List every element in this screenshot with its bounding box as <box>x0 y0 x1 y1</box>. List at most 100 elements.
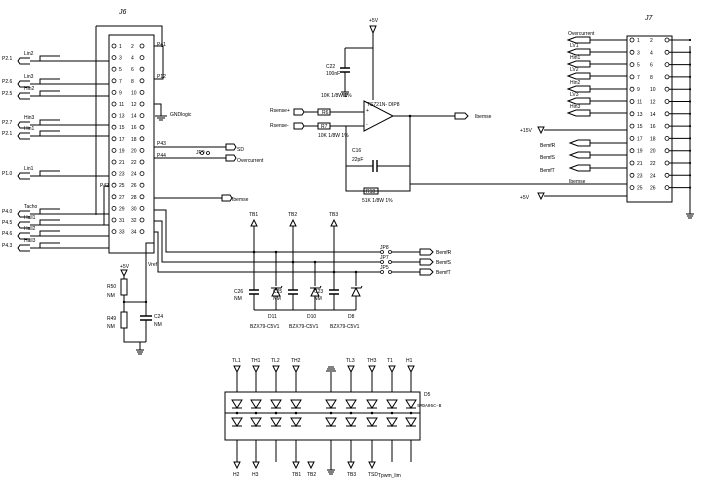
j6-pin-18 <box>139 136 145 142</box>
j6-wire-5 <box>30 170 109 177</box>
jumper-b-0 <box>388 250 392 254</box>
j6-pin-num-5: 5 <box>119 67 122 73</box>
j6-pin-num-23: 23 <box>119 172 125 178</box>
rsense-minus-label: Rsense- <box>270 123 289 129</box>
j6-pin-8 <box>139 78 145 84</box>
j7-signal-label-0: Overcurrent <box>568 31 595 37</box>
j7-pin-7 <box>629 74 635 80</box>
j7-pin-num-9: 9 <box>637 87 640 93</box>
j7-arrow-3 <box>566 72 591 80</box>
j6-pin-14 <box>139 113 145 118</box>
bemf-tb-arrow-0 <box>250 218 258 227</box>
j7-pin-num-6: 6 <box>650 63 653 69</box>
j6-pin-30 <box>139 205 145 211</box>
j6-wire-4 <box>30 130 109 137</box>
r7-ref: R7 <box>321 124 328 130</box>
j6-signal-label-6: Tacho <box>24 204 38 210</box>
jumper-a-1 <box>380 260 384 264</box>
label-gndlogic: GNDlogic <box>170 112 192 118</box>
j7-pin-14 <box>664 111 670 117</box>
j6-port-8: P4.6 <box>2 231 13 237</box>
bemf-diode-part-1: BZX79-C5V1 <box>289 324 319 330</box>
j7-connector: J7 <box>626 15 694 219</box>
tvs-top-arrow-5 <box>368 365 376 374</box>
tvs-diode-top-4 <box>325 399 337 409</box>
tvs-top-label-5: TH3 <box>367 358 377 364</box>
tvs-top-label-6: T1 <box>387 358 393 364</box>
j6-pin-num-14: 14 <box>131 114 137 120</box>
label-p41: P41 <box>157 42 166 48</box>
j7-pin-15 <box>629 123 635 129</box>
d5-ref: D5 <box>424 392 431 398</box>
j7-pin-17 <box>629 135 635 141</box>
j6-pin-num-32: 32 <box>131 218 137 224</box>
bemf-cap-ref-1: C25 <box>273 289 282 295</box>
j6-pin-num-7: 7 <box>119 79 122 85</box>
tvs-bot-arrow-1 <box>252 461 260 470</box>
j6-pin-num-4: 4 <box>131 56 134 62</box>
label-p12: P12 <box>157 74 166 80</box>
tvs-top-arrow-7 <box>407 365 415 374</box>
tvs-top-label-7: H1 <box>406 358 413 364</box>
j7-bemf-arrow-1 <box>568 151 591 159</box>
j7-bemf-label-2: BemfT <box>540 168 555 174</box>
j6-arrow-8 <box>17 232 30 240</box>
bemf-diode-ref-2: D8 <box>348 314 355 320</box>
j7-pin-8 <box>664 74 670 80</box>
r49-ref: R49 <box>107 316 116 322</box>
j7-pin-22 <box>664 160 670 166</box>
tvs-diode-bot-7 <box>386 417 398 427</box>
j7-signal-label-1: LV1 <box>570 43 579 49</box>
j6-pin-num-34: 34 <box>131 230 137 236</box>
j6-port-2: P2.5 <box>2 91 13 97</box>
label-p44: P44 <box>157 153 166 159</box>
tvs-bot-gnd <box>327 462 335 475</box>
j7-signal-label-6: Hin3 <box>570 104 581 110</box>
j7-node-1 <box>688 51 692 54</box>
opamp-part: TS721N- DIP8 <box>367 102 400 108</box>
bemf-out-arrow-1 <box>419 258 434 266</box>
j6-arrow-3 <box>17 121 30 129</box>
bemf-cap-0 <box>249 289 259 295</box>
jumper-a-2 <box>380 270 384 274</box>
j6-pin-34 <box>139 229 145 235</box>
j6-pin-num-30: 30 <box>131 206 137 212</box>
j6-pin-1 <box>111 43 117 49</box>
j7-signal-label-5: LV3 <box>570 92 579 98</box>
j6-pin-11 <box>111 101 117 107</box>
tvs-diode-bot-4 <box>325 417 337 427</box>
j7-pin-13 <box>629 111 635 117</box>
bemf-dnode-0 <box>274 250 278 254</box>
j6-port-4: P2.1 <box>2 131 13 137</box>
tvs-diode-top-5 <box>345 399 357 409</box>
j6-signal-label-2: Hin2 <box>24 86 35 92</box>
bemf-tb-2: TB3 <box>329 212 338 218</box>
j7-pin-num-22: 22 <box>650 161 656 167</box>
j6-arrow-7 <box>17 221 30 229</box>
j7-pin-num-21: 21 <box>637 161 643 167</box>
r50-ref: R50 <box>107 284 116 290</box>
tvs-diode-top-6 <box>366 399 378 409</box>
tvs-diode-top-8 <box>405 399 417 409</box>
j6-pin-num-20: 20 <box>131 148 137 154</box>
j7-pin-18 <box>664 135 670 141</box>
jumper-b-2 <box>388 270 392 274</box>
tvs-bottom-label-0: H2 <box>233 472 240 478</box>
bemf-out-arrow-2 <box>419 268 434 276</box>
tvs-diode-top-2 <box>270 399 282 409</box>
j6-pin-num-16: 16 <box>131 125 137 131</box>
bemf-diode-wire-2 <box>334 272 357 311</box>
j7-node-10 <box>688 161 692 165</box>
tvs-bottom-label-2: TB1 <box>292 472 301 478</box>
j7-node-4 <box>688 88 692 91</box>
j7-pin-25 <box>629 185 635 191</box>
j6-pin-num-8: 8 <box>131 79 134 85</box>
j6-pin-9 <box>111 90 117 95</box>
opamp-vcc: +5V <box>369 18 379 24</box>
j7-pin-num-11: 11 <box>637 100 642 106</box>
tvs-diode-bot-6 <box>366 417 378 427</box>
j6-wire-9 <box>30 242 109 249</box>
tvs-diode-bot-0 <box>231 417 243 427</box>
